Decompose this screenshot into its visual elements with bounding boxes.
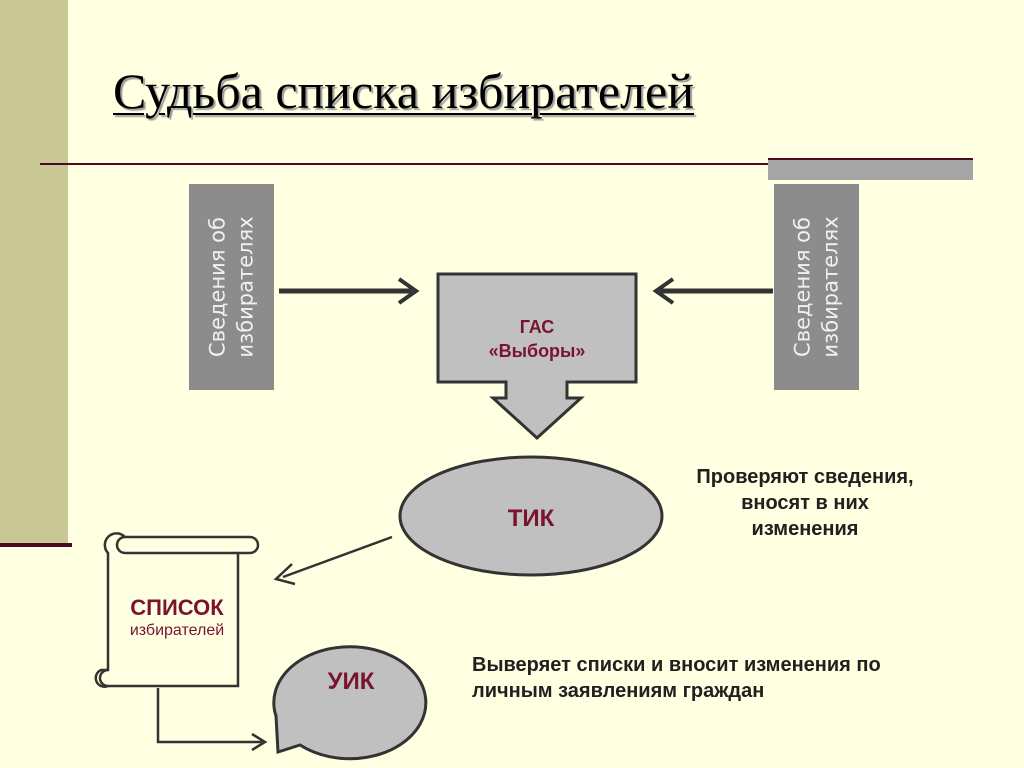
arrow-list-to-uik xyxy=(156,688,268,752)
voter-list-title: СПИСОК xyxy=(130,595,224,620)
voter-list-scroll-shape xyxy=(94,532,260,688)
title-rule-accent xyxy=(768,158,973,180)
uik-note: Выверяет списки и вносит изменения по ли… xyxy=(472,654,881,702)
voter-list-subtitle: избирателей xyxy=(129,622,225,639)
tik-node-label: ТИК xyxy=(507,505,555,532)
uik-node-shape xyxy=(272,645,428,761)
gas-line2: «Выборы» xyxy=(488,341,586,361)
voter-list-label: СПИСОК избирателей xyxy=(108,595,246,641)
arrow-right-to-gas xyxy=(652,277,773,305)
uik-node-label: УИК xyxy=(327,668,375,695)
voter-info-box-left: Сведения об избирателях xyxy=(189,184,274,390)
gas-line1: ГАС xyxy=(519,317,555,337)
gas-node-label: ГАС «Выборы» xyxy=(438,315,636,363)
tik-node-shape xyxy=(398,455,664,577)
gas-node-shape xyxy=(436,272,638,441)
left-decor-band xyxy=(0,0,68,544)
voter-info-box-right: Сведения об избирателях xyxy=(774,184,859,390)
arrow-tik-to-list xyxy=(273,535,393,586)
tik-note: Проверяют сведения, вносят в них изменен… xyxy=(696,466,914,540)
slide-title: Судьба списка избирателей xyxy=(113,63,695,119)
arrow-left-to-gas xyxy=(279,277,420,305)
left-decor-line xyxy=(0,543,72,547)
title-rule xyxy=(40,163,970,165)
